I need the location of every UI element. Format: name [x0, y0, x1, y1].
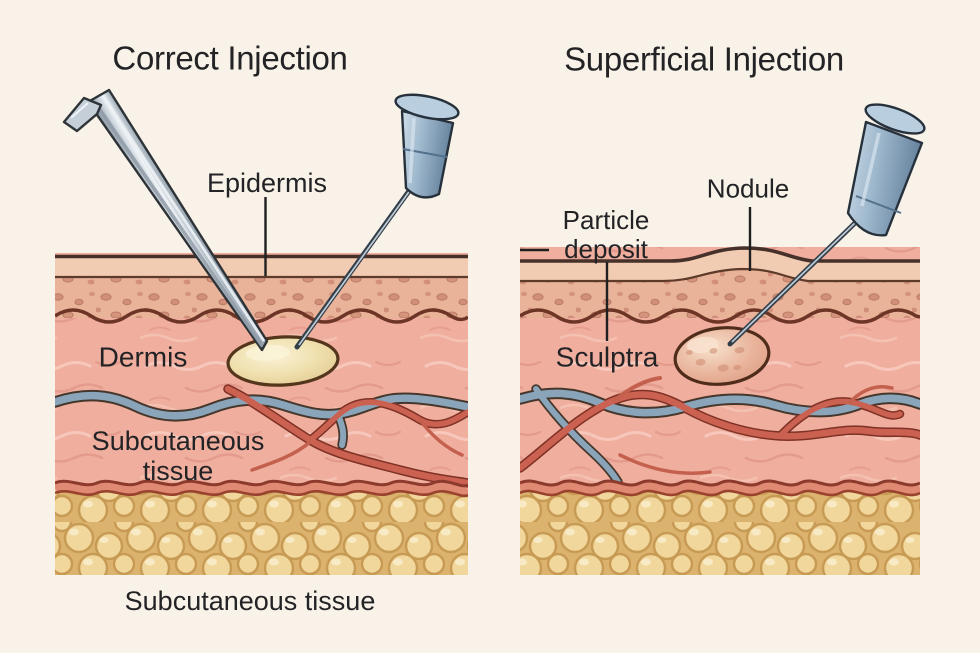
blood-vessels-right [520, 376, 920, 487]
left-skin-cross-section [55, 253, 468, 575]
panel-title-correct-injection: Correct Injection [112, 39, 348, 77]
bottom-caption-subcutaneous-tissue: Subcutaneous tissue [124, 585, 376, 616]
particle-deposit-label: Particle deposit [562, 204, 650, 264]
epidermis-layer-left [55, 276, 468, 318]
leader-lines [264, 197, 752, 341]
filler-deposit-correct [226, 335, 340, 387]
epidermis-dermis-boundary-left [55, 308, 468, 324]
nodule-deposit-superficial [673, 326, 771, 386]
subcutaneous-label-line1: Subcutaneous [91, 425, 265, 456]
epidermis-dermis-boundary-right [520, 308, 920, 324]
needle-hub-flange-left [394, 93, 460, 121]
cannula-flange [62, 96, 103, 133]
right-skin-cross-section [520, 246, 920, 575]
needle-hub-flange-right [864, 103, 926, 135]
panel-title-superficial-injection: Superficial Injection [564, 40, 844, 78]
needle-hub-right [846, 120, 924, 237]
particle-deposit-label-line2: deposit [564, 234, 648, 264]
vein-blue-left [55, 391, 468, 420]
subcutaneous-fat-layer-left [55, 490, 468, 575]
blood-vessels-left [55, 384, 468, 488]
artery-red-right [520, 391, 920, 472]
epidermis-label: Epidermis [206, 167, 328, 198]
cannula-needle-left [62, 88, 269, 352]
stratum-corneum-left [55, 256, 468, 277]
syringe-needle-right [727, 103, 926, 347]
artery-red-left [224, 385, 468, 487]
syringe-needle-left [294, 93, 460, 350]
subcutaneous-label-line2: tissue [142, 456, 214, 486]
sculptra-label: Sculptra [555, 341, 659, 373]
subcutaneous-fat-layer-right [520, 490, 920, 575]
stratum-corneum-right-with-nodule-bump [520, 248, 920, 281]
skin-surface-line-right [520, 246, 920, 263]
stratum-boundary-right [520, 267, 920, 283]
dermis-label: Dermis [98, 341, 188, 373]
particle-deposit-label-line1: Particle [562, 204, 650, 235]
subcutaneous-tissue-label: Subcutaneous tissue [92, 426, 265, 486]
nodule-label: Nodule [706, 173, 790, 204]
